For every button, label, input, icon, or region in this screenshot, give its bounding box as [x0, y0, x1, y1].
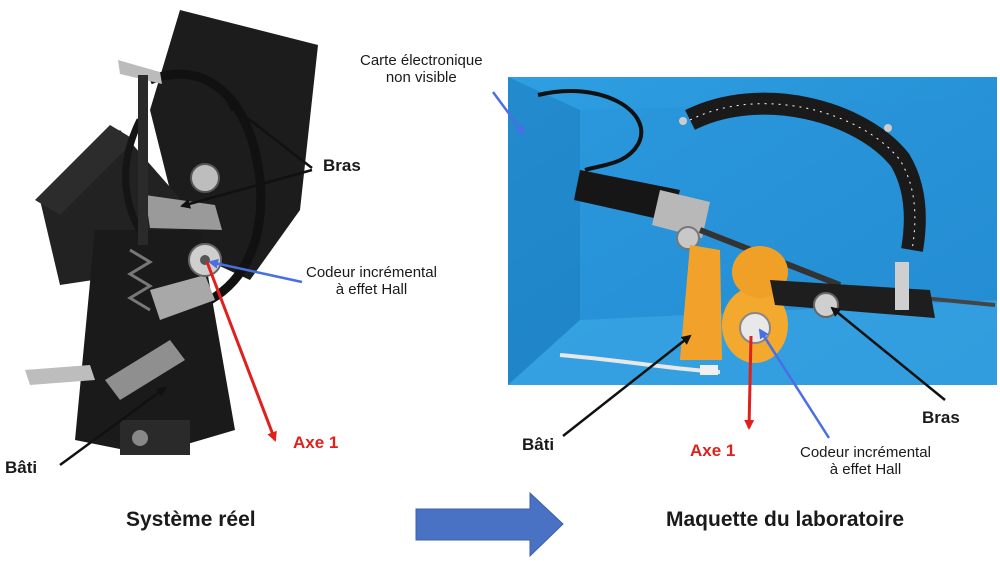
label-codeur-left: Codeur incrémental à effet Hall	[306, 264, 437, 299]
annotation-arrows	[59, 91, 946, 467]
arrow-carte-right	[491, 91, 526, 136]
real-system-photo	[25, 10, 318, 455]
label-bati-left: Bâti	[5, 458, 38, 477]
arrow-axe-right	[744, 335, 755, 430]
arrow-bati-left	[59, 386, 167, 467]
arrow-bras-right	[830, 306, 946, 401]
caption-lab-model: Maquette du laboratoire	[666, 508, 905, 531]
arrow-codeur-right	[758, 328, 831, 439]
arrow-codeur-left	[208, 258, 303, 284]
label-bras-right: Bras	[922, 408, 960, 427]
arrow-axe-left	[205, 261, 277, 442]
label-bras-left: Bras	[323, 156, 361, 175]
lab-model-photo	[508, 77, 997, 385]
label-axe-right: Axe 1	[690, 441, 736, 460]
label-axe-left: Axe 1	[293, 433, 339, 452]
transition-arrow	[415, 491, 564, 558]
caption-real-system: Système réel	[126, 508, 256, 531]
arrow-bras-left-1	[226, 101, 313, 169]
arrow-bati-right	[562, 334, 692, 437]
label-bati-right: Bâti	[522, 435, 555, 454]
arrow-bras-left-2	[180, 168, 313, 209]
label-codeur-right: Codeur incrémental à effet Hall	[800, 444, 931, 479]
label-carte-electronique: Carte électronique non visible	[360, 52, 483, 87]
